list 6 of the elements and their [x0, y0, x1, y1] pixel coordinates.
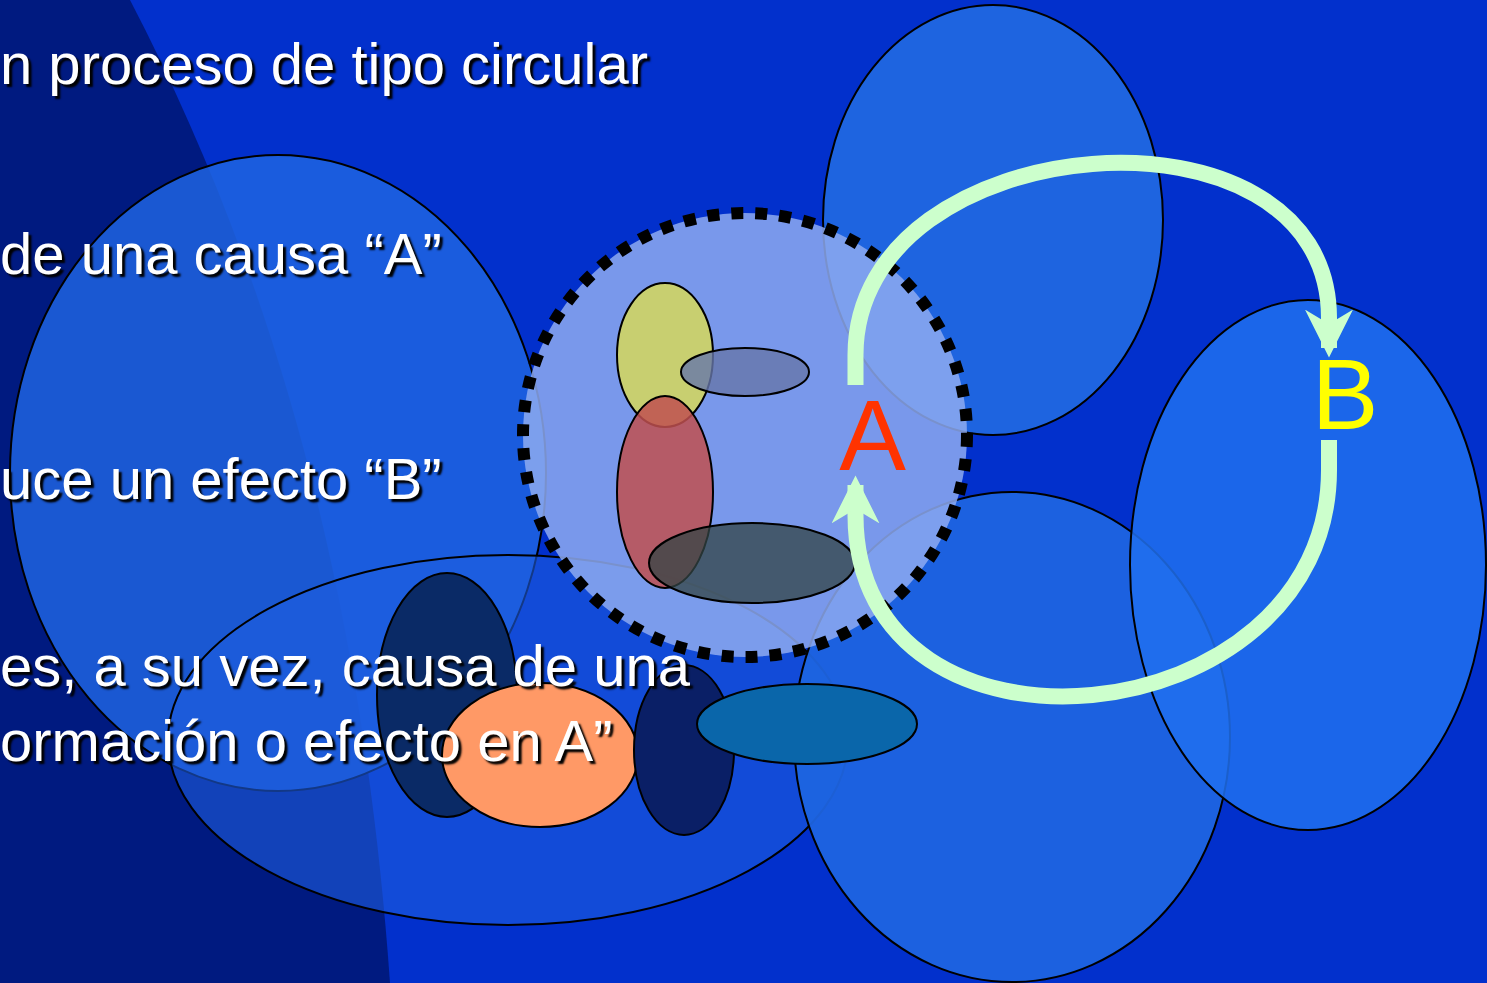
curved-arrow: [847, 156, 1353, 385]
slide-text: es, a su vez, causa de una: [0, 637, 690, 695]
curved-arrow: [831, 440, 1337, 703]
node-letter: B: [1305, 348, 1385, 440]
node-letter: A: [830, 385, 915, 485]
slide-text: de una causa “A”: [0, 225, 442, 283]
